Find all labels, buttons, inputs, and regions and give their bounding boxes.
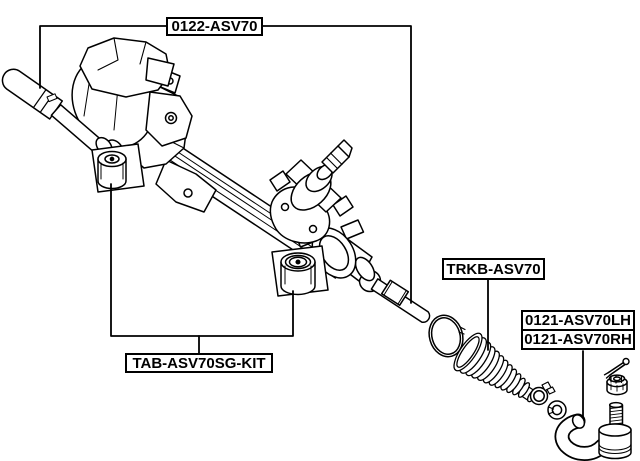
cotter-pin (603, 357, 630, 379)
part-number-label-bushing-kit[interactable]: TAB-ASV70SG-KIT (125, 353, 273, 373)
tie-rod-end (554, 401, 632, 461)
pinion-shaft (269, 139, 354, 244)
part-number-label-tie-rod-end-group: 0121-ASV70LH 0121-ASV70RH (521, 310, 635, 350)
part-number-text: 0122-ASV70 (171, 18, 258, 35)
steering-boot (453, 332, 538, 403)
clip-ring (547, 400, 567, 420)
o-ring (428, 314, 466, 358)
part-number-text: TRKB-ASV70 (446, 260, 541, 278)
mount-bushing-left (91, 143, 145, 193)
boot-clamp (529, 381, 556, 406)
motor-assembly (71, 37, 193, 161)
castle-nut (606, 374, 628, 396)
part-number-text: 0121-ASV70LH (525, 312, 631, 329)
part-number-label-assembly[interactable]: 0122-ASV70 (166, 17, 263, 36)
input-shaft (1, 68, 113, 156)
part-number-label-boot-kit[interactable]: TRKB-ASV70 (442, 258, 545, 280)
leader-assembly-left (39, 25, 168, 89)
part-number-text: 0121-ASV70RH (524, 331, 632, 348)
leader-lines (39, 25, 584, 418)
leader-assembly-right (262, 25, 412, 304)
part-number-label-tie-rod-end-rh[interactable]: 0121-ASV70RH (521, 329, 635, 350)
part-number-label-tie-rod-end-lh[interactable]: 0121-ASV70LH (521, 310, 635, 331)
leader-bushing-kit-bracket (110, 183, 294, 337)
part-number-text: TAB-ASV70SG-KIT (132, 354, 266, 372)
mount-bushing-right (271, 245, 329, 297)
